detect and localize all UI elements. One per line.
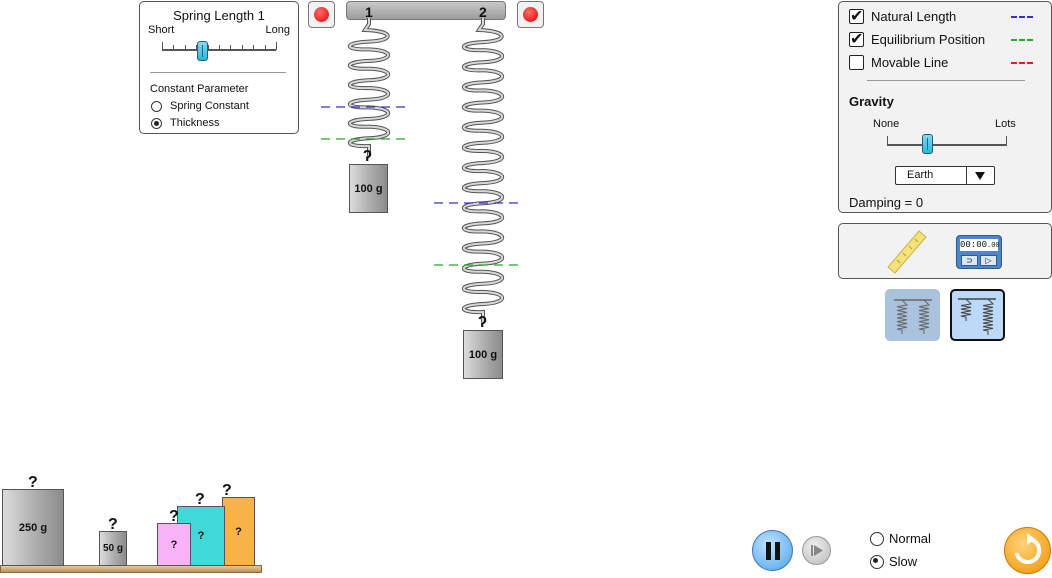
pause-icon	[775, 542, 780, 560]
reset-icon	[1014, 533, 1042, 564]
equilibrium-position-label: Equilibrium Position	[871, 32, 986, 47]
spring-length-tick	[196, 45, 198, 49]
step-icon	[811, 545, 823, 556]
speed-normal-label: Normal	[889, 531, 931, 546]
spring-length-tick	[276, 42, 277, 50]
gravity-none-label: None	[873, 118, 900, 130]
spring-length-tick	[264, 45, 266, 49]
pause-button[interactable]	[752, 530, 793, 571]
mass-50g[interactable]: 50 g	[99, 531, 127, 566]
speed-slow-radio[interactable]	[870, 555, 884, 569]
hanging-mass-1[interactable]: 100 g	[349, 164, 388, 213]
ruler-icon[interactable]	[885, 229, 929, 275]
natural-length-label: Natural Length	[871, 9, 957, 24]
movable-line-label: Movable Line	[871, 55, 949, 70]
planet-dropdown[interactable]: Earth	[895, 166, 995, 185]
divider	[867, 80, 1025, 81]
mass-250g[interactable]: 250 g	[2, 489, 64, 566]
spring-length-track[interactable]	[162, 49, 276, 51]
spring-length-tick	[173, 45, 175, 49]
thickness-label: Thickness	[170, 117, 220, 129]
short-label: Short	[148, 24, 175, 36]
gravity-lots-label: Lots	[995, 118, 1016, 130]
stopwatch-icon[interactable]: 00:00.00 ⊃ ▷	[956, 235, 1002, 269]
stop-spring2-button[interactable]	[517, 1, 544, 28]
gravity-slider-thumb[interactable]	[921, 134, 933, 154]
spring1-number: 1	[365, 4, 373, 20]
hook-icon: ?	[222, 482, 232, 499]
spring-2[interactable]	[461, 18, 505, 322]
stopwatch-time: 00:00	[960, 240, 988, 250]
planet-selected: Earth	[907, 169, 934, 181]
spring1-coil	[348, 18, 390, 156]
mystery-mass-pink[interactable]: ?	[157, 523, 191, 566]
thickness-radio[interactable]	[151, 118, 162, 129]
tools-panel: 00:00.00 ⊃ ▷	[838, 223, 1052, 279]
hook-icon: ?	[195, 491, 205, 508]
gravity-title: Gravity	[849, 94, 894, 109]
labs-scene-button[interactable]	[950, 289, 1005, 341]
spring-length-tick	[207, 45, 209, 49]
mystery-mass-orange[interactable]: ?	[222, 497, 255, 566]
spring-length-tick	[230, 45, 232, 49]
constant-parameter-label: Constant Parameter	[150, 83, 249, 95]
hook-icon: ʔ	[478, 314, 487, 331]
mass-shelf	[0, 565, 262, 573]
hook-icon: ?	[28, 474, 38, 491]
spring2-number: 2	[479, 4, 487, 20]
speed-normal-radio[interactable]	[870, 532, 884, 546]
spring-constant-radio[interactable]	[151, 101, 162, 112]
chevron-down-icon[interactable]	[966, 167, 994, 184]
two-springs-icon	[894, 299, 932, 334]
gravity-tick	[1006, 136, 1007, 145]
natural-length-checkbox[interactable]	[849, 6, 864, 26]
spring-length-tick	[253, 45, 255, 49]
equilibrium-position-legend	[1011, 39, 1033, 41]
reset-all-button[interactable]	[1004, 527, 1051, 574]
spring-support-bar: 1 2	[346, 1, 506, 20]
hook-icon: ʔ	[363, 148, 372, 165]
stopwatch-display: 00:00.00	[960, 239, 1000, 251]
hook-icon: ?	[108, 516, 118, 533]
intro-scene-button[interactable]	[885, 289, 940, 341]
two-springs-icon	[958, 298, 996, 335]
stop-spring1-button[interactable]	[308, 1, 335, 28]
spring-length-title: Spring Length 1	[173, 8, 265, 23]
gravity-track[interactable]	[887, 144, 1007, 146]
springs-drawing	[321, 18, 524, 322]
spring-length-panel: Spring Length 1 Short Long Constant Para…	[139, 1, 299, 134]
spring-length-slider-thumb[interactable]	[196, 41, 208, 61]
step-button[interactable]	[802, 536, 831, 565]
hook-icon: ?	[169, 508, 179, 525]
spring-length-tick	[184, 45, 186, 49]
damping-text: Damping = 0	[849, 195, 924, 210]
stopwatch-play-icon[interactable]: ▷	[980, 255, 997, 266]
gravity-tick	[887, 136, 888, 145]
spring-length-tick	[162, 42, 163, 50]
stopwatch-reset-icon[interactable]: ⊃	[961, 255, 978, 266]
spring-length-tick	[219, 45, 220, 49]
spring-1[interactable]	[347, 18, 391, 156]
long-label: Long	[265, 24, 290, 36]
equilibrium-position-checkbox[interactable]	[849, 29, 864, 49]
hanging-mass-2[interactable]: 100 g	[463, 330, 503, 379]
pause-icon	[766, 542, 771, 560]
spring2-coil	[462, 18, 504, 322]
spring-length-tick	[241, 45, 243, 49]
spring-constant-label: Spring Constant	[170, 100, 249, 112]
natural-length-legend	[1011, 16, 1033, 18]
speed-slow-label: Slow	[889, 554, 918, 569]
movable-line-checkbox[interactable]	[849, 55, 864, 70]
stopwatch-hundredths: .00	[987, 242, 1000, 250]
divider	[150, 72, 286, 73]
movable-line-legend	[1011, 62, 1033, 64]
